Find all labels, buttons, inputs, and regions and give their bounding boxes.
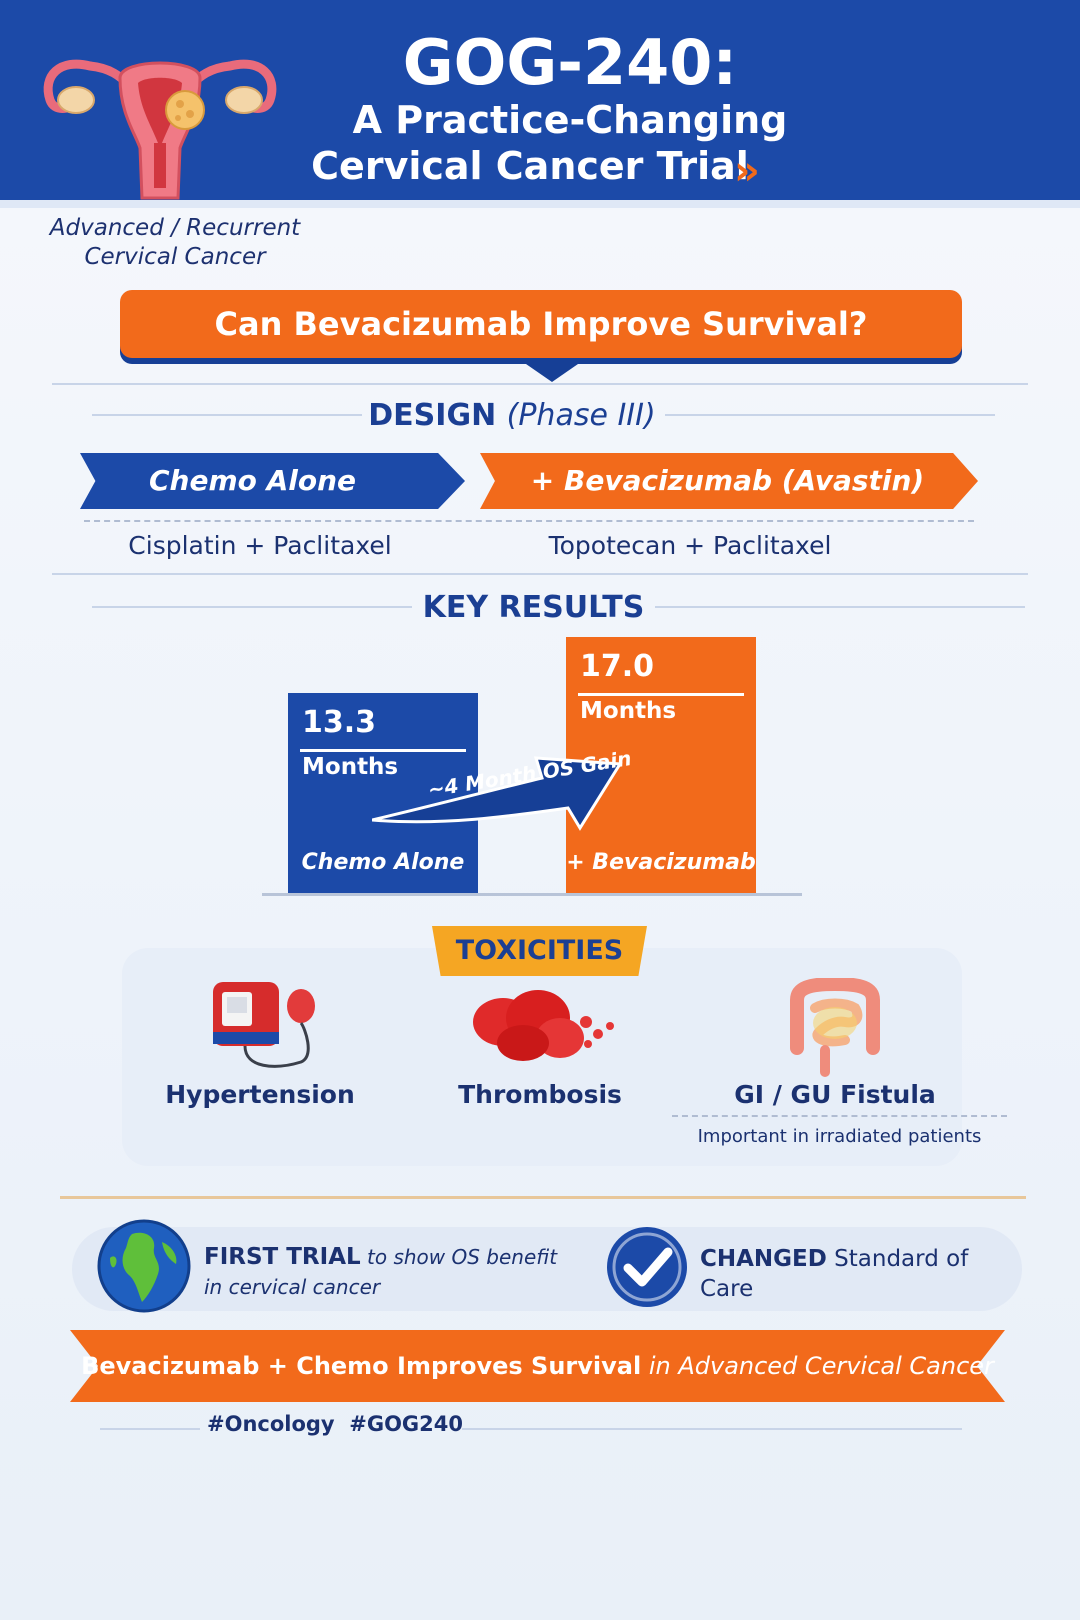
toxicities-tag [432, 926, 647, 976]
design-heading: DESIGN (Phase III) [362, 396, 662, 436]
globe-icon [97, 1219, 191, 1313]
section-divider [52, 573, 1028, 575]
heading-rule-left [92, 414, 362, 416]
os-gain-arrow-icon [372, 756, 623, 831]
chevron-right-icon: » [734, 148, 760, 194]
fistula-note: Important in irradiated patients [697, 1126, 982, 1147]
bar-underline [578, 693, 744, 696]
regimen-1: Cisplatin + Paclitaxel [128, 531, 392, 560]
first-trial-line2: in cervical cancer [204, 1275, 381, 1299]
population-line2: Cervical Cancer [84, 244, 266, 270]
question-text: Can Bevacizumab Improve Survival? [214, 305, 868, 343]
standard-of-care-claim: CHANGED Standard of Care [700, 1244, 1020, 1304]
fistula-dotted-rule [672, 1115, 1007, 1117]
bar-bevacizumab [566, 637, 756, 893]
standard-of-care-bold: CHANGED [700, 1246, 827, 1272]
first-trial-bold: FIRST TRIAL [204, 1244, 361, 1270]
conclusion-text: Bevacizumab + Chemo Improves Survival in… [70, 1330, 1005, 1402]
bar-value-number: 13.3 [302, 705, 377, 740]
heading-rule-right [655, 606, 1025, 608]
claims-box [72, 1227, 1022, 1311]
bar-category-label: + Bevacizumab [566, 850, 756, 875]
heading-rule-right [665, 414, 995, 416]
heading-rule-left [92, 606, 412, 608]
conclusion-banner [70, 1330, 1005, 1402]
first-trial-claim: FIRST TRIAL to show OS benefit in cervic… [204, 1242, 564, 1302]
chart-baseline [262, 893, 802, 896]
blood-pressure-monitor-icon [213, 982, 315, 1068]
control-arm-arrow [80, 453, 465, 509]
conclusion-rest: in Advanced Cervical Cancer [648, 1352, 994, 1380]
toxicity-thrombosis: Thrombosis [458, 1080, 622, 1109]
checkmark-icon [607, 1227, 687, 1307]
population-label: Advanced / Recurrent Cervical Cancer [40, 214, 310, 272]
section-divider [52, 383, 1028, 385]
first-trial-line1: FIRST TRIAL to show OS benefit [204, 1242, 564, 1272]
page-subtitle-line1: A Practice-Changing [352, 98, 788, 142]
population-line1: Advanced / Recurrent [49, 215, 301, 241]
page-subtitle-line2: Cervical Cancer Trial [311, 144, 749, 188]
toxicity-hypertension: Hypertension [165, 1080, 355, 1109]
blood-clot-icon [473, 990, 614, 1061]
bar-chemo-alone [288, 693, 478, 893]
hashtag-rule-left [100, 1428, 200, 1430]
os-gain-label: ~4 Month OS Gain [426, 745, 634, 802]
header-divider [0, 200, 1080, 208]
regimen-2: Topotecan + Paclitaxel [548, 531, 832, 560]
question-pointer [526, 364, 578, 382]
question-banner [120, 290, 962, 358]
design-dotted-rule [84, 520, 974, 522]
bar-value-number: 17.0 [580, 649, 655, 684]
results-heading: KEY RESULTS [422, 590, 645, 625]
gold-divider [60, 1196, 1026, 1199]
conclusion-bold: Bevacizumab + Chemo Improves Survival [81, 1352, 642, 1380]
bar-value-unit: Months [302, 754, 399, 780]
toxicity-fistula: GI / GU Fistula [734, 1080, 936, 1109]
bar-category-label: Chemo Alone [301, 850, 465, 875]
hashtags: #Oncology #GOG240 [207, 1412, 463, 1436]
bar-value-unit: Months [580, 698, 677, 724]
standard-of-care-rest: Standard of Care [700, 1246, 969, 1302]
design-phase: (Phase III) [506, 398, 656, 433]
experimental-arm-arrow [480, 453, 978, 509]
page-title: GOG-240: [402, 26, 738, 99]
design-heading-label: DESIGN [368, 398, 497, 433]
control-arm-label: Chemo Alone [148, 464, 357, 497]
hashtag-rule-right [462, 1428, 962, 1430]
intestine-icon [790, 978, 880, 1077]
bar-value-label: 17.0 Months [580, 647, 750, 731]
uterus-illustration-icon [43, 59, 277, 200]
bar-value-label: 13.3 Months [302, 703, 472, 787]
first-trial-rest: to show OS benefit [367, 1245, 558, 1269]
toxicities-heading: TOXICITIES [455, 935, 624, 966]
bar-underline [300, 749, 466, 752]
experimental-arm-label: + Bevacizumab (Avastin) [530, 464, 925, 497]
